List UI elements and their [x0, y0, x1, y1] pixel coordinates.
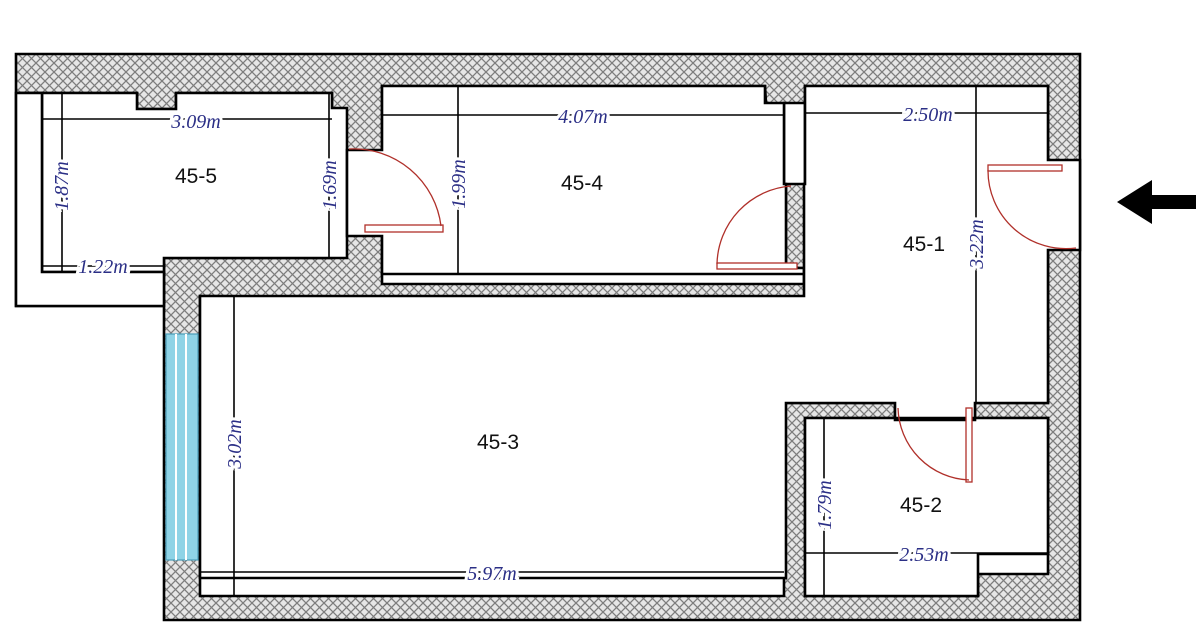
dim-label-3-02: 3.02m — [224, 419, 246, 469]
door-45-1-to-45-2 — [897, 407, 973, 483]
door-45-5-to-45-4 — [348, 148, 444, 233]
entrance-door — [987, 164, 1077, 250]
room-45-2 — [803, 416, 1050, 598]
door-45-4-to-45-1 — [716, 185, 798, 270]
dim-label-1-69: 1.69m — [319, 160, 341, 209]
dim-label-1-22: 1.22m — [78, 256, 127, 278]
room-label-45-1: 45-1 — [903, 233, 945, 256]
room-label-45-3: 45-3 — [477, 431, 519, 454]
arrow-left-icon — [1117, 180, 1196, 224]
room-label-45-2: 45-2 — [900, 494, 942, 517]
dimension-lines — [42, 86, 1048, 596]
dim-label-3-22: 3.22m — [966, 219, 988, 269]
dim-label-1-87: 1.87m — [51, 161, 73, 210]
dim-label-2-50: 2.50m — [903, 104, 952, 126]
dim-label-5-97: 5.97m — [467, 563, 516, 585]
dim-label-3-09: 3.09m — [170, 111, 220, 133]
room-label-45-5: 45-5 — [175, 165, 217, 188]
dim-label-2-53: 2.53m — [899, 544, 948, 566]
window — [165, 333, 199, 561]
dim-label-4-07: 4.07m — [558, 106, 607, 128]
dim-label-1-99: 1.99m — [448, 159, 470, 208]
room-label-45-4: 45-4 — [561, 172, 603, 195]
dim-label-1-79: 1.79m — [814, 480, 836, 529]
room-45-5-outer-ledge — [14, 91, 166, 308]
